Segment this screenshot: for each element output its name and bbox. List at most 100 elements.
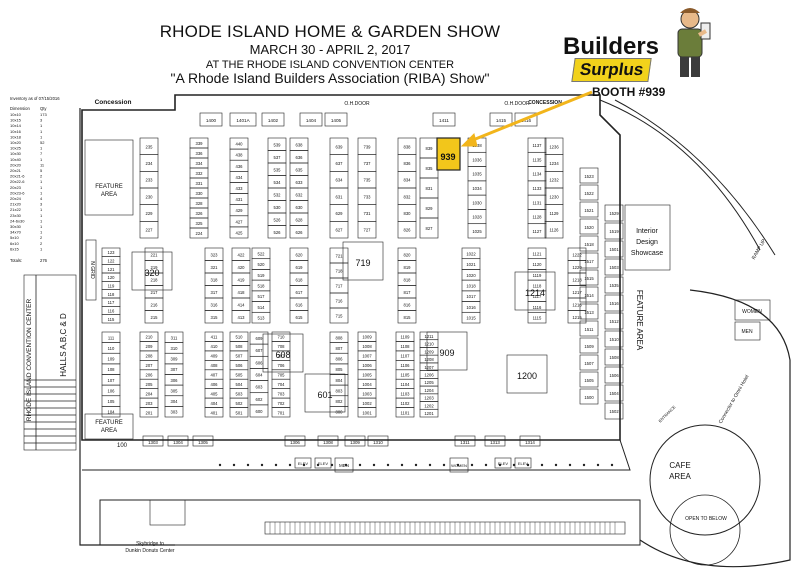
booth-label: 805 — [336, 367, 344, 372]
booth-label: 1131 — [532, 200, 542, 205]
right-booth — [604, 222, 624, 240]
booth-label: 122 — [108, 259, 116, 264]
large-booth-label: 1214 — [525, 288, 545, 298]
booth-cell — [329, 221, 349, 239]
feature-area-left — [84, 139, 134, 216]
legend-dimension: 20x24 — [10, 196, 22, 201]
booth-label: 110 — [108, 346, 115, 351]
callout-arrowhead — [460, 133, 478, 147]
booth-label: 1236 — [549, 144, 559, 149]
booth-label: 629 — [336, 211, 344, 216]
booth-label: 827 — [426, 226, 434, 231]
booth-label: 505 — [236, 373, 244, 378]
booth-label: 701 — [278, 410, 286, 415]
elev-2 — [314, 457, 332, 469]
booth-label: 316 — [211, 302, 219, 307]
legend-dimension: 21x22 — [10, 207, 22, 212]
cafe-circle — [649, 424, 761, 536]
booth-label: 630 — [296, 205, 304, 210]
booth-cell — [461, 311, 481, 324]
legend-dimension: 23x30 — [10, 213, 22, 218]
legend-dimension: 10x10 — [10, 112, 22, 117]
logo-text-bottom: Surplus — [571, 58, 652, 82]
far-right-booth-label: 1520 — [584, 225, 594, 230]
booth-label: 526 — [274, 217, 282, 222]
booth-label: 1135 — [532, 157, 542, 162]
booth-label: 111 — [108, 335, 115, 340]
booth-label: 328 — [196, 201, 204, 206]
concession-label-2: CONCESSION — [528, 100, 562, 106]
booth-label: 204 — [146, 391, 154, 396]
booth-label: 1021 — [466, 262, 476, 267]
column-dot — [554, 463, 558, 467]
booth-label: 839 — [426, 146, 434, 151]
booth-label: 331 — [196, 181, 204, 186]
booth-cell — [289, 310, 309, 324]
bottom-booth — [454, 435, 476, 447]
column-dot — [484, 463, 488, 467]
booth-label: 203 — [146, 401, 154, 406]
column-dot — [610, 463, 614, 467]
legend-dimension: 6x10 — [10, 241, 19, 246]
booth-label: 707 — [278, 354, 286, 359]
booth-label: 832 — [404, 194, 412, 199]
booth-cell — [189, 227, 209, 239]
booth-label: 233 — [146, 178, 154, 183]
booth-label: 633 — [296, 180, 304, 185]
right-booth — [604, 330, 624, 348]
booth-label: 1210 — [424, 342, 434, 347]
booth-label: 710 — [278, 335, 286, 340]
concourse — [99, 499, 641, 546]
booth-label: 323 — [211, 252, 219, 257]
large-booth-label: 601 — [317, 390, 332, 400]
booth-label: 739 — [364, 144, 372, 149]
large-booth — [506, 354, 548, 394]
halls-label: HALLS A,B,C & D — [59, 313, 68, 377]
booth-label: 1220 — [572, 265, 582, 270]
bottom-booth — [519, 435, 541, 447]
column-dot — [246, 463, 250, 467]
large-booth — [514, 271, 556, 311]
booth-cell — [357, 407, 377, 418]
legend-dimension: 6x15 — [10, 246, 19, 251]
booth-label: 123 — [108, 250, 116, 255]
booth-label: 304 — [171, 399, 179, 404]
booth-label: 503 — [236, 391, 244, 396]
booth-label: 806 — [336, 357, 344, 362]
bottom-booth-label: 1304 — [173, 440, 183, 445]
legend-dimension: 10x40 — [10, 157, 22, 162]
booth-label: 1119 — [533, 273, 542, 278]
booth-cell — [329, 406, 349, 418]
booth-label: 817 — [404, 290, 412, 295]
booth-label: 305 — [171, 388, 179, 393]
booth-label: 501 — [236, 410, 244, 415]
booth-label: 532 — [274, 192, 282, 197]
booth-label: 1028 — [472, 215, 482, 220]
booth-label: 436 — [236, 164, 244, 169]
bottom-booth — [167, 435, 189, 447]
booth-label: 1121 — [532, 251, 542, 256]
show-title: RHODE ISLAND HOME & GARDEN SHOW — [159, 22, 501, 41]
booth-label: 121 — [108, 267, 116, 272]
far-right-booth — [579, 286, 599, 303]
bottom-booth — [484, 435, 506, 447]
legend-qty: 1 — [40, 134, 43, 139]
legend-qty: 4 — [40, 196, 43, 201]
booth-label: 1115 — [533, 316, 542, 321]
booth-label: 307 — [171, 367, 179, 372]
skybridge-label-2: Dunkin Donuts Center — [125, 548, 175, 554]
legend-dimension: 10x14 — [10, 123, 22, 128]
booth-label: 539 — [274, 142, 282, 147]
top-booth — [489, 112, 513, 127]
booth-label: 303 — [171, 410, 179, 415]
ngrid-label: N GRID — [89, 261, 95, 279]
booth-label: 804 — [336, 378, 344, 383]
booth-label: 1001 — [362, 410, 372, 415]
column-dot — [498, 463, 502, 467]
booth-cell — [544, 221, 564, 239]
booth-label: 1035 — [472, 172, 482, 177]
top-booth — [299, 112, 323, 127]
concession-label: Concession — [95, 99, 132, 106]
legend-header-dimension: Dimension — [10, 106, 30, 111]
legend-qty: 1 — [40, 207, 43, 212]
